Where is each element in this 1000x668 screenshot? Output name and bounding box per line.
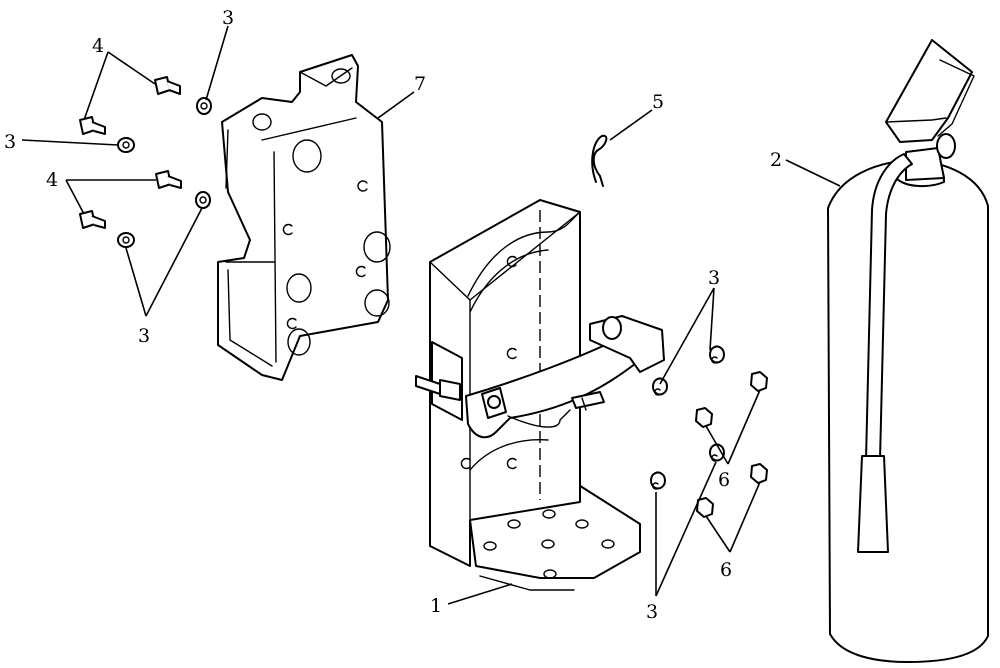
right-nuts-and-washers xyxy=(650,345,768,518)
callout-4-lower: 4 xyxy=(46,169,58,191)
fire-extinguisher-part xyxy=(827,39,989,663)
callout-labels: 3 4 3 4 3 7 5 2 3 6 6 3 1 xyxy=(4,7,782,623)
callout-7: 7 xyxy=(414,73,426,95)
extinguisher-bracket-part xyxy=(415,199,665,591)
left-bolts-and-washers xyxy=(79,76,212,248)
callout-5: 5 xyxy=(652,91,664,113)
hair-pin-clip-part xyxy=(591,134,608,187)
callout-3-right: 3 xyxy=(708,267,720,289)
callout-3-bottom: 3 xyxy=(646,601,658,623)
callout-6-upper: 6 xyxy=(718,469,730,491)
callout-3-lower-left: 3 xyxy=(138,325,150,347)
callout-3-top: 3 xyxy=(222,7,234,29)
mounting-plate-part xyxy=(217,54,391,381)
callout-2: 2 xyxy=(770,149,782,171)
callout-6-lower: 6 xyxy=(720,559,732,581)
callout-3-left: 3 xyxy=(4,131,16,153)
callout-4-upper: 4 xyxy=(92,35,104,57)
leader-lines xyxy=(21,25,841,605)
callout-1: 1 xyxy=(430,595,442,617)
